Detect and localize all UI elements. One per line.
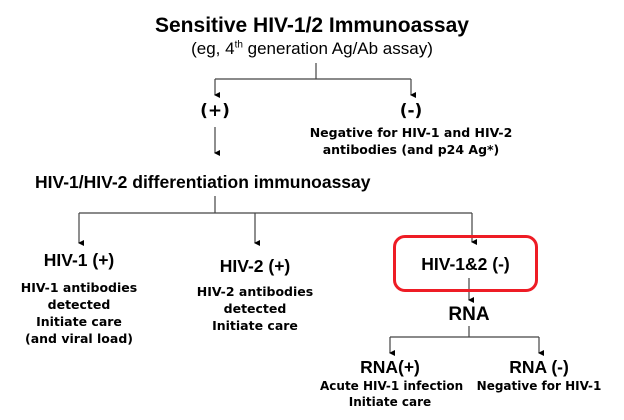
- root-subtitle-post: generation Ag/Ab assay): [242, 39, 433, 58]
- both-negative-highlight-box: [393, 235, 538, 292]
- hiv1-desc-line: (and viral load): [25, 331, 133, 346]
- hiv2-label: HIV-2 (+): [219, 256, 291, 276]
- rna-negative-desc: Negative for HIV-1: [469, 378, 609, 394]
- root-subtitle-sup: th: [234, 39, 243, 51]
- screen-positive-label: (+): [200, 101, 230, 121]
- screen-negative-desc: Negative for HIV-1 and HIV-2 antibodies …: [301, 124, 521, 158]
- hiv1-desc-line: Initiate care: [36, 314, 122, 329]
- rna-negative-label: RNA (-): [509, 357, 569, 377]
- both-negative-label: HIV-1&2 (-): [421, 254, 510, 274]
- screen-negative-desc-line1: Negative for HIV-1 and HIV-2: [309, 125, 513, 140]
- hiv1-desc-line: HIV-1 antibodies: [20, 280, 138, 295]
- rna-positive-label: RNA(+): [360, 357, 420, 377]
- root-subtitle-pre: (eg, 4: [191, 39, 235, 58]
- root-subtitle: (eg, 4th generation Ag/Ab assay): [0, 39, 624, 59]
- hiv1-desc: HIV-1 antibodies detected Initiate care …: [4, 279, 154, 347]
- hiv1-desc-line: detected: [47, 297, 111, 312]
- rna-positive-desc-line: Acute HIV-1 infection: [320, 379, 464, 393]
- hiv2-desc-line: Initiate care: [212, 318, 298, 333]
- hiv2-desc-line: detected: [223, 301, 287, 316]
- rna-label: RNA: [448, 304, 490, 325]
- rna-positive-desc: Acute HIV-1 infection Initiate care: [320, 378, 464, 410]
- rna-negative-desc-line: Negative for HIV-1: [476, 379, 602, 393]
- screen-negative-label: (-): [399, 101, 423, 121]
- differentiation-title: HIV-1/HIV-2 differentiation immunoassay: [35, 172, 371, 192]
- root-title: Sensitive HIV-1/2 Immunoassay: [155, 14, 469, 37]
- screen-negative-desc-line2: antibodies (and p24 Ag*): [322, 142, 500, 157]
- hiv2-desc-line: HIV-2 antibodies: [196, 284, 314, 299]
- rna-positive-desc-line: Initiate care: [348, 395, 432, 409]
- hiv1-label: HIV-1 (+): [43, 250, 115, 270]
- hiv2-desc: HIV-2 antibodies detected Initiate care: [180, 283, 330, 334]
